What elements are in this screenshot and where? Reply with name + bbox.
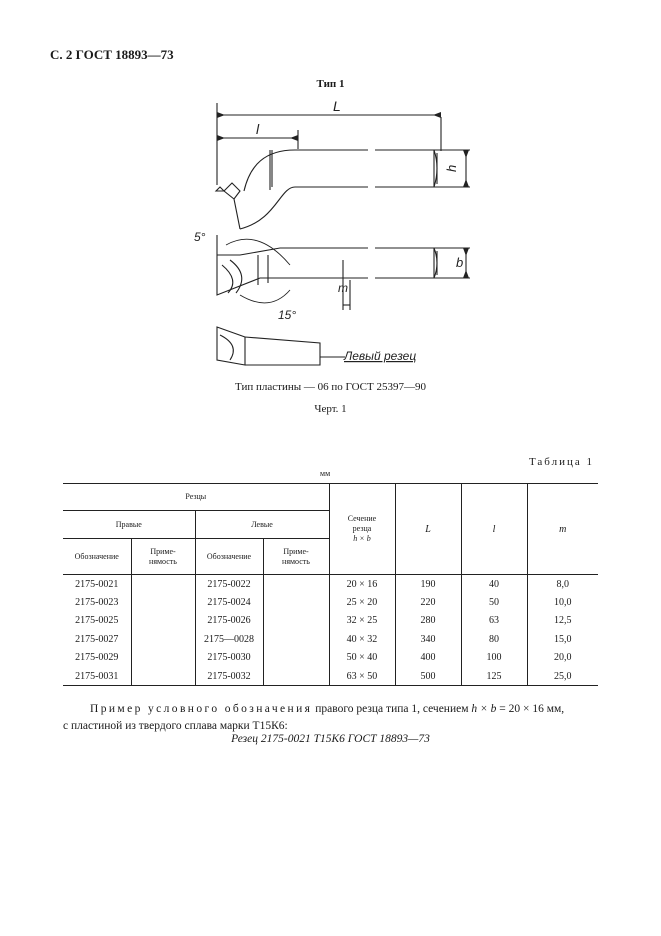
header-section-line3: h × b: [353, 534, 371, 543]
header-m: m: [526, 483, 598, 575]
cell-right-app: [130, 611, 196, 631]
cell-m: 10,0: [526, 593, 598, 612]
dim-h-label: h: [444, 165, 459, 172]
cell-l: 40: [460, 574, 528, 594]
header-section-line2: резца: [352, 524, 372, 533]
angle-5-label: 5°: [194, 230, 206, 244]
cell-left: 2175—0028: [194, 630, 264, 649]
table-title: Таблица 1: [528, 456, 594, 468]
cell-m: 20,0: [526, 648, 598, 667]
cell-L: 400: [394, 648, 462, 667]
example-formula: h × b: [471, 703, 497, 715]
app-line2: нямость: [149, 556, 177, 566]
cell-left-app: [262, 611, 330, 631]
left-cutter-label: Левый резец: [343, 349, 416, 363]
example-text-b: = 20 × 16 мм,: [496, 703, 565, 715]
cutter-drawing: L l h b m 5° 15° Левый резец: [194, 98, 470, 366]
example-paragraph: Пример условного обозначения правого рез…: [63, 701, 598, 735]
cell-m: 8,0: [526, 574, 598, 594]
cell-left: 2175-0032: [194, 666, 264, 687]
cutter-table: Резцы Сечение резца h × b L l m Правые Л…: [63, 483, 598, 687]
header-right: Правые: [63, 510, 196, 539]
cell-m: 15,0: [526, 630, 598, 649]
cell-left: 2175-0026: [194, 611, 264, 631]
cell-right-app: [130, 593, 196, 612]
cell-right: 2175-0025: [63, 611, 132, 631]
cell-section: 50 × 40: [328, 648, 396, 667]
cell-l: 50: [460, 593, 528, 612]
cell-l: 125: [460, 666, 528, 687]
top-view: [214, 103, 470, 230]
cell-L: 280: [394, 611, 462, 631]
cell-right: 2175-0023: [63, 593, 132, 612]
cell-left-app: [262, 574, 330, 594]
cell-L: 500: [394, 666, 462, 687]
cell-right-app: [130, 648, 196, 667]
cell-left-app: [262, 666, 330, 687]
cell-l: 63: [460, 611, 528, 631]
dim-b-label: b: [456, 255, 463, 270]
cell-right-app: [130, 630, 196, 649]
example-designation: Резец 2175-0021 Т15К6 ГОСТ 18893—73: [231, 733, 430, 745]
cell-m: 12,5: [526, 611, 598, 631]
cell-left: 2175-0030: [194, 648, 264, 667]
angle-15-label: 15°: [278, 308, 296, 322]
app-line1: Приме-: [283, 546, 309, 556]
cell-m: 25,0: [526, 666, 598, 687]
cell-left-app: [262, 593, 330, 612]
cell-L: 190: [394, 574, 462, 594]
header-left-designation: Обозначение: [194, 538, 264, 575]
cell-L: 220: [394, 593, 462, 612]
cell-left: 2175-0024: [194, 593, 264, 612]
header-left: Левые: [194, 510, 329, 539]
table-row: 2175-0027 2175—0028 40 × 32 340 80 15,0: [63, 630, 598, 649]
cell-left-app: [262, 648, 330, 667]
cell-L: 340: [394, 630, 462, 649]
dim-m-label: m: [338, 281, 348, 295]
cell-right: 2175-0031: [63, 666, 132, 687]
cell-right: 2175-0021: [63, 574, 132, 594]
header-section-line1: Сечение: [347, 514, 377, 523]
cell-section: 20 × 16: [328, 574, 396, 594]
example-line2: с пластиной из твердого сплава марки Т15…: [63, 720, 288, 732]
header-section: Сечение резца h × b: [328, 483, 396, 575]
example-lead: Пример условного обозначения: [90, 703, 313, 715]
cell-right-app: [130, 574, 196, 594]
header-L: L: [394, 483, 462, 575]
cell-left-app: [262, 630, 330, 649]
header-right-designation: Обозначение: [63, 538, 132, 575]
dim-l-label: l: [256, 121, 260, 137]
cell-section: 40 × 32: [328, 630, 396, 649]
header-cutters: Резцы: [63, 483, 330, 511]
cell-l: 80: [460, 630, 528, 649]
cell-right: 2175-0027: [63, 630, 132, 649]
table-row: 2175-0031 2175-0032 63 × 50 500 125 25,0: [63, 666, 598, 687]
table-row: 2175-0023 2175-0024 25 × 20 220 50 10,0: [63, 593, 598, 612]
cell-section: 25 × 20: [328, 593, 396, 612]
table-units: мм: [320, 469, 331, 478]
left-cutter-view: [216, 326, 345, 366]
drawing-title: Тип 1: [316, 78, 345, 90]
example-text-a: правого резца типа 1, сечением: [312, 703, 472, 715]
figure-caption: Черт. 1: [314, 403, 347, 415]
cell-section: 63 × 50: [328, 666, 396, 687]
plate-type-caption: Тип пластины — 06 по ГОСТ 25397—90: [235, 381, 426, 393]
dim-L-label: L: [333, 98, 341, 114]
cell-left: 2175-0022: [194, 574, 264, 594]
header-right-application: Приме-нямость: [130, 538, 196, 575]
page-header: С. 2 ГОСТ 18893—73: [50, 47, 174, 62]
header-left-application: Приме-нямость: [262, 538, 329, 575]
cell-right-app: [130, 666, 196, 687]
header-l: l: [460, 483, 528, 575]
app-line1: Приме-: [150, 546, 176, 556]
app-line2: нямость: [282, 556, 310, 566]
table-row: 2175-0021 2175-0022 20 × 16 190 40 8,0: [63, 574, 598, 594]
cell-section: 32 × 25: [328, 611, 396, 631]
cell-right: 2175-0029: [63, 648, 132, 667]
table-row: 2175-0029 2175-0030 50 × 40 400 100 20,0: [63, 648, 598, 667]
table-row: 2175-0025 2175-0026 32 × 25 280 63 12,5: [63, 611, 598, 631]
front-view: [216, 235, 470, 310]
cell-l: 100: [460, 648, 528, 667]
